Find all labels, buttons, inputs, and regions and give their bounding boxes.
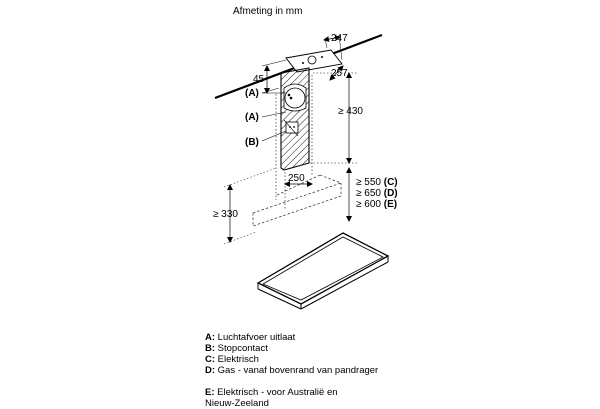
dim-label-330: ≥ 330 — [213, 209, 238, 220]
hood-outline-side — [319, 174, 342, 184]
callout-a-2: (A) — [245, 112, 259, 123]
dim-label-45: 45 — [253, 74, 265, 85]
legend-item-a: A: Luchtafvoer uitlaat — [205, 332, 296, 343]
dim-ext — [338, 34, 343, 61]
mount-screw-icon — [321, 56, 323, 58]
outlet-dot — [289, 96, 293, 100]
cooktop-outer — [256, 232, 390, 305]
callout-b-1: (B) — [245, 137, 259, 148]
socket-mark — [283, 119, 299, 137]
legend-item-b: B: Stopcontact — [205, 343, 268, 354]
service-zone-hatched — [280, 67, 310, 171]
dim-ext — [261, 87, 280, 94]
dim-line-247 — [323, 34, 341, 43]
legend: A: Luchtafvoer uitlaat B: Stopcontact C:… — [205, 332, 378, 409]
dim-label-430: ≥ 430 — [338, 106, 363, 117]
dim-label-600: ≥ 600 (E) — [356, 199, 397, 210]
leader-line — [261, 130, 287, 142]
dim-label-257: 257 — [331, 68, 348, 79]
socket-icon — [285, 121, 299, 134]
legend-item-d: D: Gas - vanaf bovenrand van pandrager — [205, 365, 379, 376]
legend-item-e: E: Elektrisch - voor Australië en — [205, 387, 338, 398]
legend-item-c: C: Elektrisch — [205, 354, 259, 365]
cooktop-edge — [300, 261, 389, 310]
diagram-title: Afmeting in mm — [233, 6, 302, 17]
dim-label-250: 250 — [288, 173, 305, 184]
hood-outline-top — [252, 182, 342, 214]
dim-ext — [261, 59, 287, 67]
dim-label-650: ≥ 650 (D) — [356, 188, 398, 199]
cooktop-inner — [262, 236, 384, 301]
dim-ext — [223, 167, 277, 188]
dim-ext — [324, 37, 328, 49]
outlet-dot — [287, 93, 291, 97]
hood-outline-back — [276, 174, 321, 196]
mount-hole-icon — [307, 55, 317, 65]
dim-ext — [223, 231, 257, 245]
cooktop-edge — [257, 288, 302, 310]
dim-label-247: 247 — [331, 33, 348, 44]
dim-label-550: ≥ 550 (C) — [356, 177, 398, 188]
socket-pin — [293, 126, 295, 128]
exhaust-outlet-icon — [284, 87, 306, 109]
leader-line — [261, 111, 287, 118]
mount-screw-icon — [302, 62, 304, 64]
hood-outline-front — [252, 183, 342, 227]
callout-a-1: (A) — [245, 88, 259, 99]
dim-line-257 — [329, 65, 344, 81]
